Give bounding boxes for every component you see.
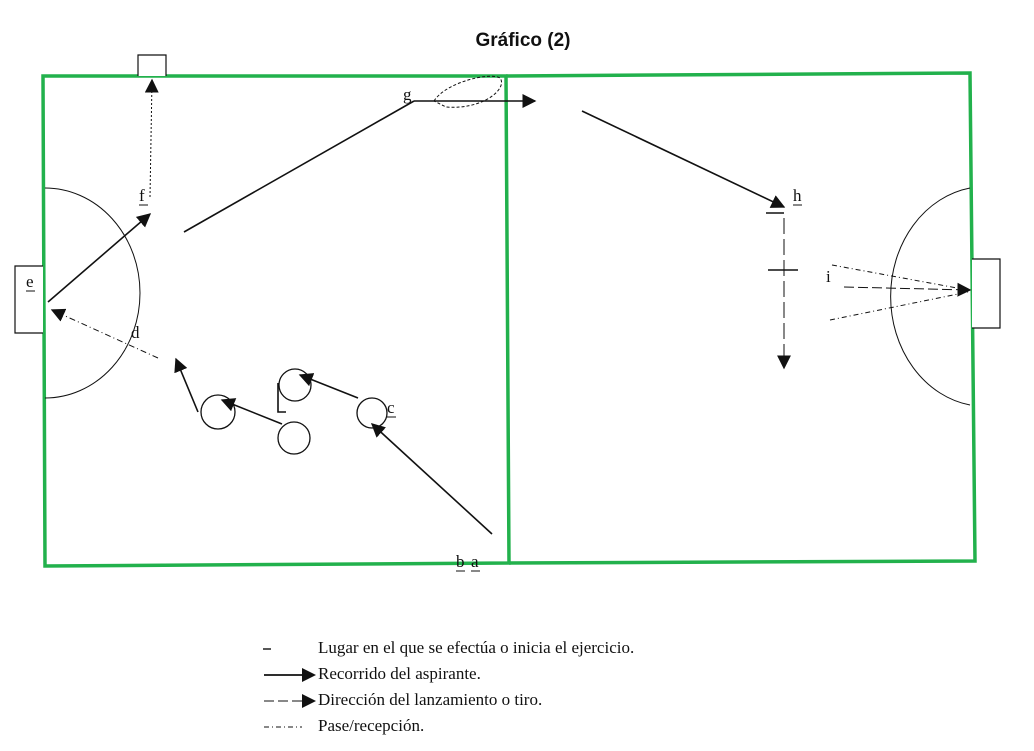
right-goal [972,258,1001,329]
label-f: f [139,186,145,205]
shot-middle [843,282,972,297]
start-markers [766,212,798,271]
run-circle4-to-free [174,357,199,413]
run-c-to-circle2 [298,373,359,399]
dribble-circle-4 [200,394,236,430]
shot-upper [831,264,969,291]
dash-marker-icon [263,648,271,650]
label-b: b [456,552,465,571]
run-to-h [581,110,786,208]
label-i: i [826,267,831,286]
goals [14,54,1001,334]
goal-areas [44,187,971,406]
run-to-g [183,100,415,233]
solid-arrow-icon [264,668,316,682]
field-lines [41,71,977,568]
legend-row-throw: Dirección del lanzamiento o tiro. [262,690,542,710]
player-runs [47,94,786,535]
label-underlines [26,204,802,572]
point-labels: g f e d c h i b a [26,85,831,571]
run-circle2-to-circle3 [277,383,286,413]
dribble-circles [200,368,388,455]
dashed-arrow-icon [264,694,316,708]
dash-dot-line-icon [264,726,302,728]
legend-text-pass: Pase/recepción. [318,716,425,735]
throw-f-to-top-goal [144,78,159,198]
label-d: d [131,323,140,342]
left-goal [14,265,43,334]
right-half-outline [505,71,977,565]
legend-row-pass: Pase/recepción. [262,716,424,736]
run-e-to-f [47,213,152,303]
dribble-loop-g [433,75,502,108]
run-ab-to-c [370,423,493,535]
right-goal-area [890,187,971,406]
dribble-circle-c [356,397,388,429]
label-g: g [403,85,412,104]
legend-text-throw: Dirección del lanzamiento o tiro. [318,690,543,709]
dribble-circle-2 [278,368,312,402]
pass-d-to-e [50,308,159,359]
legend-text-run: Recorrido del aspirante. [318,664,481,683]
dribble-circle-3 [277,421,311,455]
legend-row-start: Lugar en el que se efectúa o inicia el e… [262,638,634,658]
label-e: e [26,272,34,291]
left-goal-area [44,187,141,399]
left-half-outline [41,74,511,568]
run-circle3-to-circle4 [220,398,283,425]
passes-and-throws [50,78,972,370]
label-a: a [471,552,479,571]
label-h: h [793,186,802,205]
legend-text-start: Lugar en el que se efectúa o inicia el e… [318,638,635,657]
label-c: c [387,398,395,417]
shot-lower [829,291,969,321]
legend-row-run: Recorrido del aspirante. [262,664,481,684]
diagram-title: Gráfico (2) [475,30,571,51]
top-goal [137,54,167,76]
